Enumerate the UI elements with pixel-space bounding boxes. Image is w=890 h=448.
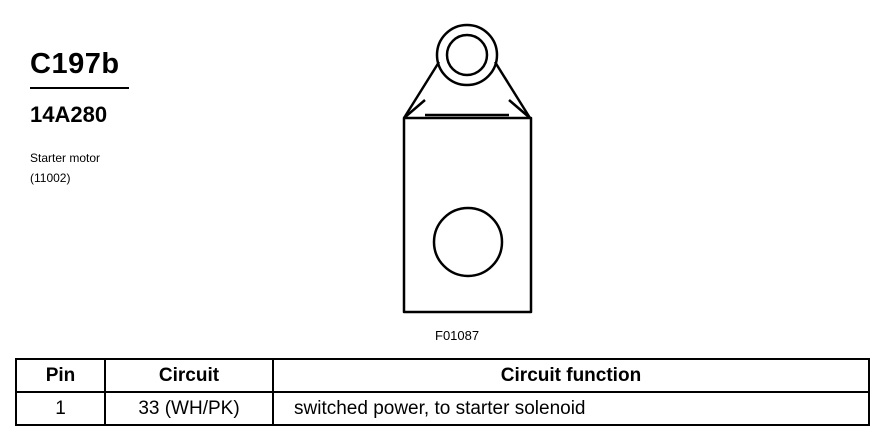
table-header-row: Pin Circuit Circuit function bbox=[15, 358, 870, 393]
part-number: 14A280 bbox=[30, 102, 108, 127]
cell-pin: 1 bbox=[15, 391, 106, 426]
tab-right-edge bbox=[493, 61, 532, 119]
pin-table: Pin Circuit Circuit function 1 33 (WH/PK… bbox=[15, 358, 870, 426]
header-pin: Pin bbox=[15, 358, 106, 393]
connector-body bbox=[402, 116, 533, 314]
connector-id: C197b bbox=[30, 48, 120, 80]
tab-inner-right bbox=[508, 99, 531, 119]
component-name: Starter motor bbox=[30, 151, 101, 165]
table-row: 1 33 (WH/PK) switched power, to starter … bbox=[15, 391, 870, 426]
connector-face-drawing bbox=[402, 23, 533, 314]
eyelet-inner-ring bbox=[445, 33, 489, 77]
header-circuit: Circuit bbox=[104, 358, 274, 393]
tab-left-edge bbox=[402, 61, 441, 119]
figure-id: F01087 bbox=[435, 328, 480, 343]
tab-inner-left bbox=[403, 99, 426, 119]
title-divider bbox=[30, 87, 129, 89]
component-number: (11002) bbox=[30, 171, 71, 185]
eyelet-outer-ring bbox=[435, 23, 499, 87]
terminal-circle bbox=[432, 206, 504, 278]
header-circuit-function: Circuit function bbox=[272, 358, 870, 393]
cell-circuit: 33 (WH/PK) bbox=[104, 391, 274, 426]
cell-circuit-function: switched power, to starter solenoid bbox=[272, 391, 870, 426]
